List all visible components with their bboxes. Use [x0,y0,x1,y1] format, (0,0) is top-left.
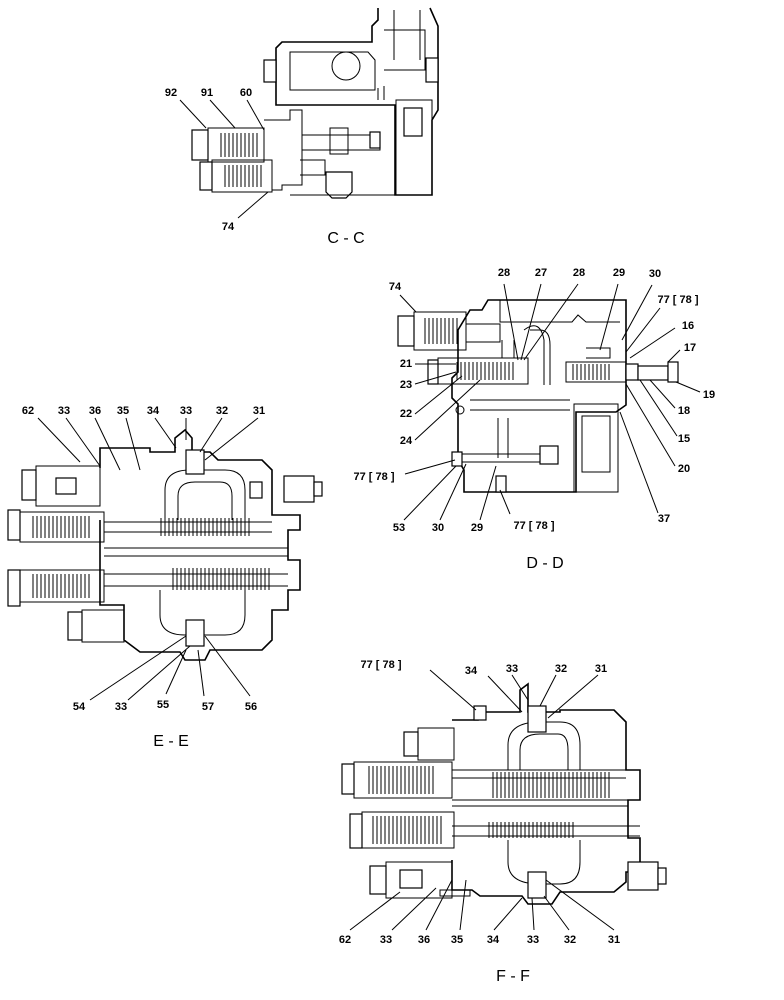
callout: 92 [165,87,177,99]
section-cc-drawing [191,7,439,199]
callout: 18 [678,405,690,417]
callout: 77 [ 78 ] [354,471,395,483]
callout: 29 [613,267,625,279]
callout: 19 [703,389,715,401]
callout: 36 [418,934,430,946]
callout: 16 [682,320,694,332]
section-dd-labels: 74 28 27 28 29 30 77 [ 78 ] 16 17 21 23 … [354,267,716,572]
section-cc-leaders [179,99,269,219]
callout: 30 [649,268,661,280]
callout: 53 [393,522,405,534]
callout: 17 [684,342,696,354]
callout: 54 [73,701,86,713]
section-ee-drawing [7,428,323,661]
callout: 33 [527,934,539,946]
callout: 55 [157,699,169,711]
callout: 35 [117,405,129,417]
callout: 62 [339,934,351,946]
callout: 31 [253,405,265,417]
section-cc: 92 91 60 74 C - C [165,7,439,247]
callout: 33 [115,701,127,713]
callout: 33 [506,663,518,675]
section-ff-drawing [341,682,667,905]
callout: 27 [535,267,547,279]
callout: 74 [389,281,402,293]
callout: 77 [ 78 ] [514,520,555,532]
callout: 15 [678,433,690,445]
section-dd: 74 28 27 28 29 30 77 [ 78 ] 16 17 21 23 … [354,267,716,572]
callout: 77 [ 78 ] [658,294,699,306]
callout: 33 [58,405,70,417]
callout: 34 [147,405,160,417]
callout: 24 [400,435,413,447]
callout: 56 [245,701,257,713]
section-ff-leaders [349,669,615,931]
callout: 74 [222,221,235,233]
callout: 60 [240,87,252,99]
section-dd-leaders [399,283,701,521]
section-ee-leaders [37,417,259,701]
section-ee-title: E - E [153,733,189,750]
section-ff-labels: 77 [ 78 ] 34 33 32 31 62 33 36 35 34 33 … [339,659,620,985]
callout: 31 [608,934,620,946]
callout: 34 [465,665,478,677]
section-cc-labels: 92 91 60 74 C - C [165,87,365,247]
section-ee: 62 33 36 35 34 33 32 31 54 33 55 57 56 E… [7,405,323,750]
section-cc-title: C - C [327,230,364,247]
callout: 77 [ 78 ] [361,659,402,671]
callout: 29 [471,522,483,534]
callout: 34 [487,934,500,946]
section-ff-title: F - F [496,968,530,985]
section-dd-title: D - D [526,555,563,572]
callout: 28 [573,267,585,279]
callout: 23 [400,379,412,391]
callout: 32 [564,934,576,946]
section-ee-labels: 62 33 36 35 34 33 32 31 54 33 55 57 56 E… [22,405,265,750]
callout: 20 [678,463,690,475]
callout: 22 [400,408,412,420]
callout: 62 [22,405,34,417]
callout: 33 [180,405,192,417]
callout: 33 [380,934,392,946]
callout: 28 [498,267,510,279]
callout: 32 [555,663,567,675]
callout: 35 [451,934,463,946]
callout: 32 [216,405,228,417]
callout: 91 [201,87,213,99]
callout: 31 [595,663,607,675]
callout: 37 [658,513,670,525]
callout: 57 [202,701,214,713]
callout: 30 [432,522,444,534]
callout: 21 [400,358,412,370]
section-dd-drawing [397,299,679,493]
section-ff: 77 [ 78 ] 34 33 32 31 62 33 36 35 34 33 … [339,659,667,985]
callout: 36 [89,405,101,417]
